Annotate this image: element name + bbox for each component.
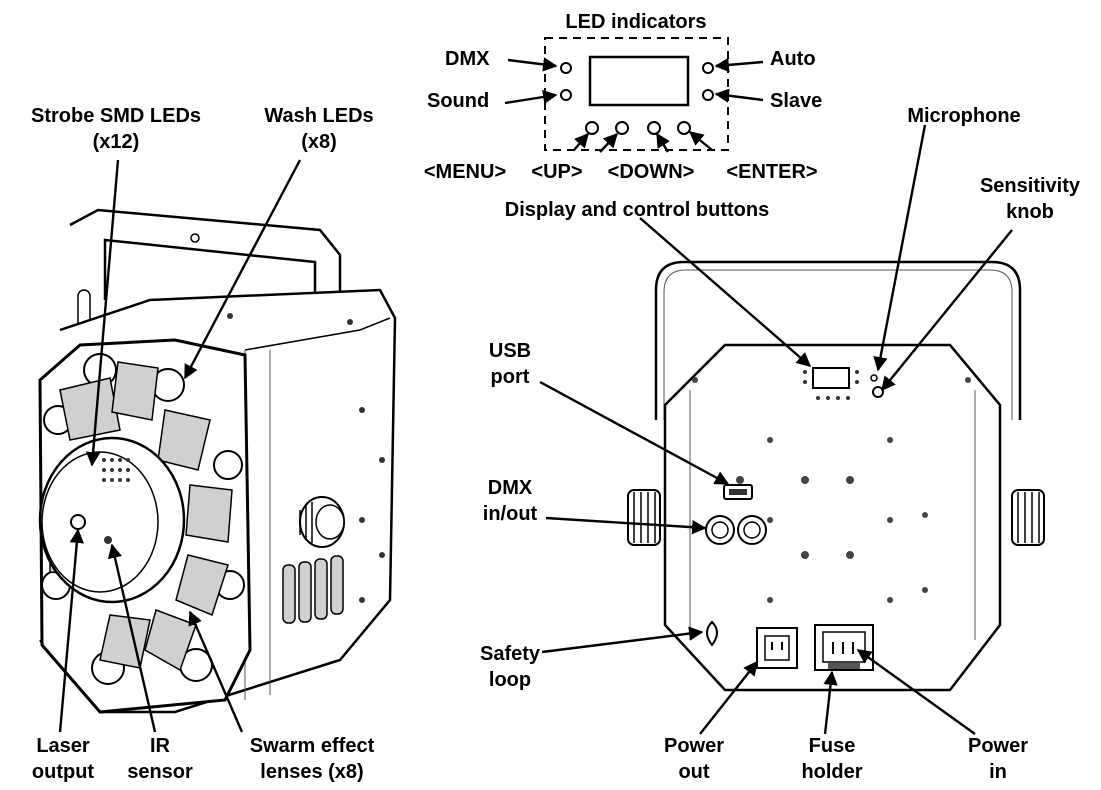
strobe-smd-leds	[102, 458, 130, 482]
enter-button[interactable]	[677, 121, 691, 135]
safety-loop	[706, 620, 718, 647]
label-usb-line2: port	[491, 366, 530, 388]
leader-lines	[58, 57, 1013, 735]
label-ir-line2: sensor	[127, 761, 193, 783]
fuse-holder	[828, 663, 860, 669]
dmx-connectors	[705, 515, 767, 545]
label-safety-line2: loop	[489, 669, 531, 691]
auto-led	[702, 62, 714, 74]
labels: LED indicators DMX Auto Sound Slave <MEN…	[31, 11, 1081, 783]
label-ir-line1: IR	[150, 735, 171, 757]
left-side-knob	[627, 489, 661, 546]
label-microphone: Microphone	[907, 105, 1020, 127]
rear-panel	[663, 343, 1002, 692]
label-laser-line1: Laser	[36, 735, 90, 757]
sound-led	[560, 89, 572, 101]
label-down-button: <DOWN>	[608, 161, 695, 183]
label-fuse-line2: holder	[801, 761, 862, 783]
rear-display	[812, 367, 850, 389]
label-wash-line2: (x8)	[301, 131, 337, 153]
up-button[interactable]	[615, 121, 629, 135]
label-wash-line1: Wash LEDs	[264, 105, 373, 127]
label-menu-button: <MENU>	[424, 161, 506, 183]
label-power-out-line1: Power	[664, 735, 724, 757]
down-button[interactable]	[647, 121, 661, 135]
label-strobe-line2: (x12)	[93, 131, 140, 153]
label-display-buttons: Display and control buttons	[505, 199, 769, 221]
label-swarm-line1: Swarm effect	[250, 735, 375, 757]
label-strobe-line1: Strobe SMD LEDs	[31, 105, 201, 127]
center-disc	[38, 436, 186, 604]
label-power-in-line1: Power	[968, 735, 1028, 757]
sensitivity-knob[interactable]	[872, 386, 884, 398]
display-window	[588, 55, 690, 107]
label-fuse-line1: Fuse	[809, 735, 856, 757]
label-swarm-line2: lenses (x8)	[260, 761, 363, 783]
label-enter-button: <ENTER>	[726, 161, 817, 183]
side-vents	[282, 555, 344, 624]
label-sensitivity-line1: Sensitivity	[980, 175, 1081, 197]
label-dmx-io-line2: in/out	[483, 503, 538, 525]
label-laser-line2: output	[32, 761, 95, 783]
ir-sensor-window	[104, 536, 112, 544]
label-auto-led: Auto	[770, 48, 816, 70]
menu-button[interactable]	[585, 121, 599, 135]
slave-led	[702, 89, 714, 101]
dmx-led	[560, 62, 572, 74]
rear-bracket	[654, 260, 1022, 420]
right-side-knob	[1011, 489, 1045, 546]
label-sound-led: Sound	[427, 90, 489, 112]
label-led-indicators: LED indicators	[565, 11, 706, 33]
bracket-knob	[299, 496, 345, 548]
led-panel-detail	[544, 37, 729, 151]
laser-aperture	[70, 514, 86, 530]
microphone-hole	[870, 374, 878, 382]
label-power-in-line2: in	[989, 761, 1007, 783]
label-safety-line1: Safety	[480, 643, 541, 665]
label-sensitivity-line2: knob	[1006, 201, 1054, 223]
label-dmx-led: DMX	[445, 48, 490, 70]
label-usb-line1: USB	[489, 340, 531, 362]
label-dmx-io-line1: DMX	[488, 477, 533, 499]
fixture-rear-view	[627, 260, 1045, 692]
label-up-button: <UP>	[531, 161, 582, 183]
label-power-out-line2: out	[678, 761, 709, 783]
label-slave-led: Slave	[770, 90, 822, 112]
